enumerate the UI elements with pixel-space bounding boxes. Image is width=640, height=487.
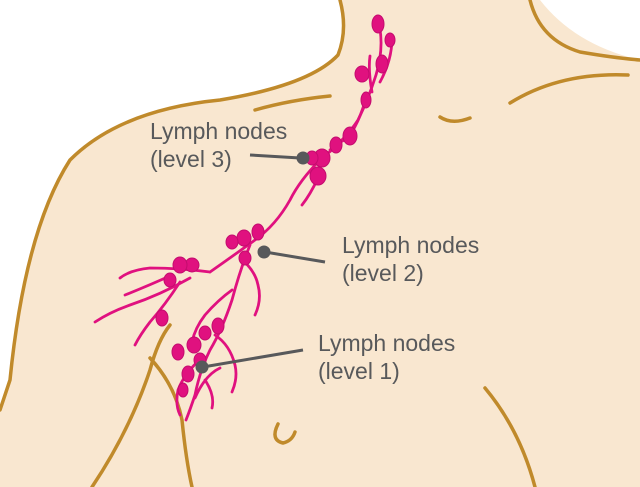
pointer-line-level1 (202, 348, 304, 369)
axilla-vessel-a (238, 256, 261, 317)
label-level-3: Lymph nodes (level 3) (150, 117, 287, 173)
axilla-vessel-main (184, 243, 252, 422)
pointer-dot-level1 (195, 360, 209, 374)
label-level-3-line2: (level 3) (150, 146, 232, 172)
label-level-3-line1: Lymph nodes (150, 118, 288, 144)
breast-outline (483, 386, 537, 487)
label-level-2-line2: (level 2) (342, 260, 424, 286)
arm-vessel-3 (133, 280, 182, 347)
clavicle-left-outline (253, 94, 332, 112)
pointer-line-level3 (249, 153, 301, 160)
axilla-vessel-b (190, 288, 234, 344)
label-pointers (195, 151, 326, 374)
pointer-line-level2 (264, 250, 326, 264)
arm-inner-outline (148, 356, 194, 487)
label-level-1-line1: Lymph nodes (318, 330, 456, 356)
label-level-2: Lymph nodes (level 2) (342, 231, 479, 287)
label-level-1: Lymph nodes (level 1) (318, 329, 455, 385)
nipple-outline (273, 422, 297, 445)
neck-outline-left (0, 0, 346, 412)
lymph-node-icon (155, 14, 396, 398)
label-level-1-line2: (level 1) (318, 358, 400, 384)
arm-pit-outline (90, 323, 172, 487)
pointer-dot-level2 (257, 245, 271, 259)
label-level-2-line1: Lymph nodes (342, 232, 480, 258)
pointer-dot-level3 (296, 151, 310, 165)
lymph-nodes (155, 14, 396, 398)
neck-outline-right (528, 0, 640, 62)
clavicle-right-outline (508, 72, 630, 105)
sternal-notch-outline (438, 115, 472, 123)
arm-vessel-2 (93, 276, 192, 324)
chest-vessel (193, 366, 222, 400)
axilla-vessel-c (213, 333, 238, 394)
axilla-vessel-e (203, 378, 215, 410)
